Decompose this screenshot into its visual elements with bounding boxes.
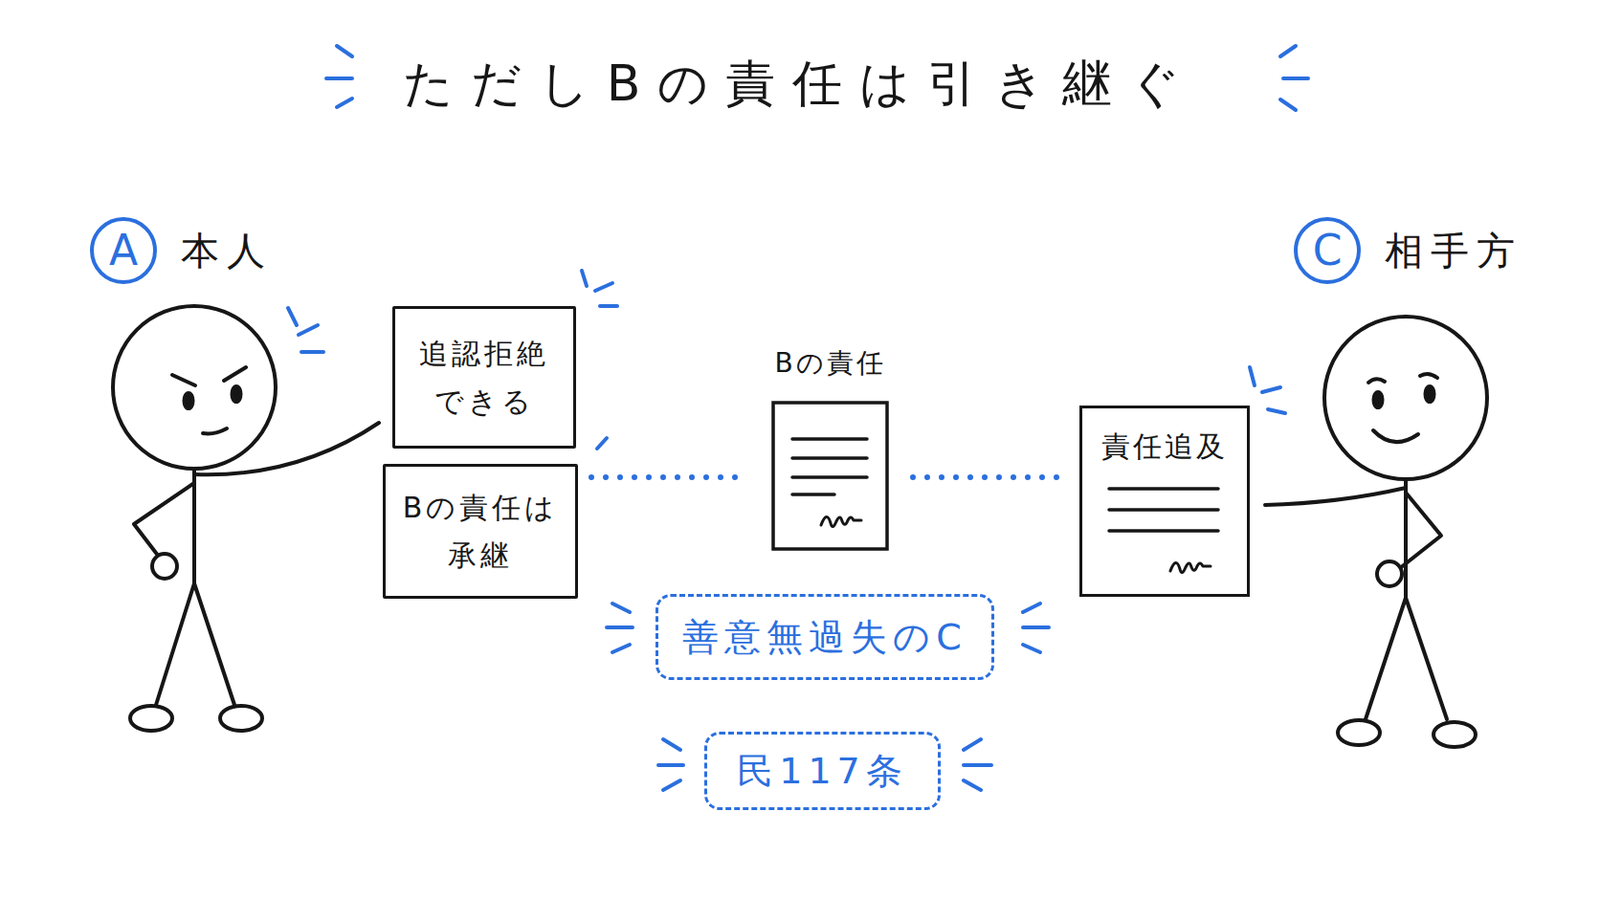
stick-figure-c-part bbox=[1400, 492, 1442, 569]
node-text: 相手方 bbox=[1384, 225, 1523, 276]
stick-figure-c-part bbox=[1265, 488, 1406, 506]
dotted-connector bbox=[591, 474, 748, 481]
emphasis-ticks-part bbox=[288, 308, 297, 326]
stick-figure-a-part bbox=[202, 428, 227, 434]
stick-figure-a-part bbox=[172, 375, 196, 386]
stick-figure-c-part bbox=[1425, 386, 1435, 402]
node-text: 善意無過失のC bbox=[682, 613, 968, 663]
emphasis-ticks-part bbox=[1022, 644, 1041, 653]
stick-figure-c-part bbox=[1373, 430, 1419, 443]
stick-figure-a-part bbox=[112, 306, 276, 469]
stick-figure-a-part bbox=[152, 554, 178, 579]
node-text: 民117条 bbox=[736, 747, 909, 797]
emphasis-ticks-part bbox=[600, 304, 618, 309]
node-text: A bbox=[88, 216, 158, 286]
emphasis-ticks-part bbox=[1022, 603, 1041, 613]
doc-title-node: 責任追及 bbox=[1079, 405, 1250, 598]
dashed-node: 民117条 bbox=[704, 732, 941, 811]
diagram-title: ただしBの責任は引き継ぐ bbox=[0, 53, 1600, 113]
emphasis-ticks-part bbox=[1262, 387, 1281, 393]
emphasis-ticks-part bbox=[336, 98, 353, 108]
document-line bbox=[792, 492, 835, 497]
stick-figure-a-part bbox=[223, 367, 246, 381]
document-line bbox=[792, 475, 867, 480]
box-node: 追認拒絶 できる bbox=[392, 306, 577, 449]
stick-figure-c bbox=[1265, 316, 1488, 748]
emphasis-ticks-part bbox=[336, 45, 353, 57]
signature-mark bbox=[821, 516, 862, 527]
node-text: C bbox=[1292, 216, 1362, 286]
stick-figure-c-part bbox=[1420, 374, 1438, 378]
signature-mark bbox=[1170, 562, 1211, 573]
doc-label-node: Bの責任 bbox=[760, 346, 900, 550]
emphasis-ticks-part bbox=[1022, 625, 1049, 630]
stick-figure-c-part bbox=[1374, 392, 1383, 408]
emphasis-ticks-part bbox=[658, 763, 684, 768]
stick-figure-a-part bbox=[232, 386, 242, 402]
stick-figure-c-part bbox=[1337, 720, 1380, 746]
emphasis-ticks-part bbox=[1283, 76, 1309, 81]
emphasis-ticks-part bbox=[963, 780, 981, 791]
document-line bbox=[1109, 508, 1219, 512]
document-line bbox=[792, 437, 867, 442]
stick-figure-c-part bbox=[1365, 598, 1406, 720]
emphasis-ticks-part bbox=[963, 739, 981, 751]
badge-node: A 本人 bbox=[88, 216, 300, 286]
emphasis-ticks-part bbox=[597, 438, 607, 449]
stick-figure-a-part bbox=[220, 706, 263, 732]
stick-figure-c-part bbox=[1433, 722, 1476, 748]
stick-figure-a-part bbox=[194, 583, 235, 706]
stick-figure-c-part bbox=[1324, 316, 1488, 480]
stick-figure-c-part bbox=[1377, 561, 1402, 587]
stick-figure-a-part bbox=[130, 706, 173, 732]
stick-figure-a-part bbox=[155, 583, 195, 706]
stick-figure-a bbox=[112, 306, 379, 732]
stick-figure-a-part bbox=[133, 483, 195, 557]
emphasis-ticks-part bbox=[1280, 99, 1296, 111]
stick-figure-c-part bbox=[1405, 598, 1447, 720]
emphasis-ticks-part bbox=[1249, 367, 1255, 386]
emphasis-ticks-part bbox=[1267, 409, 1286, 414]
stick-figure-c-part bbox=[1368, 378, 1385, 383]
emphasis-ticks-part bbox=[595, 283, 613, 291]
node-text: 追認拒絶 できる bbox=[404, 330, 564, 425]
document-icon bbox=[771, 400, 889, 552]
document-sheet bbox=[773, 402, 888, 550]
stick-figure-a-part bbox=[184, 393, 194, 409]
document-line bbox=[1109, 487, 1219, 491]
document-lines bbox=[1082, 408, 1246, 594]
node-text: Bの責任 bbox=[760, 346, 900, 381]
dotted-connector bbox=[912, 474, 1067, 481]
node-text: Bの責任は 承継 bbox=[395, 484, 566, 579]
emphasis-ticks-part bbox=[963, 763, 992, 768]
emphasis-ticks-part bbox=[298, 325, 318, 335]
box-node: Bの責任は 承継 bbox=[382, 464, 578, 600]
emphasis-ticks-part bbox=[606, 625, 633, 630]
dashed-node: 善意無過失のC bbox=[655, 594, 995, 681]
node-text: 責任追及 bbox=[1082, 429, 1247, 465]
emphasis-ticks bbox=[288, 45, 1309, 791]
emphasis-ticks-part bbox=[663, 780, 681, 791]
emphasis-ticks-part bbox=[663, 739, 681, 751]
document-line bbox=[1109, 529, 1219, 534]
badge-node: C 相手方 bbox=[1292, 216, 1542, 286]
emphasis-ticks-part bbox=[1280, 45, 1296, 57]
node-text: 本人 bbox=[180, 225, 273, 276]
emphasis-ticks-part bbox=[301, 350, 324, 355]
document-line bbox=[792, 456, 867, 461]
emphasis-ticks-part bbox=[326, 76, 353, 81]
emphasis-ticks-part bbox=[612, 603, 630, 613]
emphasis-ticks-part bbox=[612, 644, 630, 653]
emphasis-ticks-part bbox=[581, 270, 587, 287]
